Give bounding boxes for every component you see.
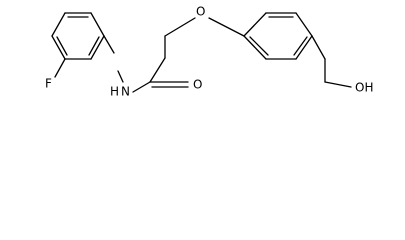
ring-bond xyxy=(295,12,313,37)
n-h-bond xyxy=(117,70,124,83)
structure-diagram: F H N O O xyxy=(45,5,373,99)
hydroxymethylphenyl-ring xyxy=(243,12,313,60)
fluorine-label: F xyxy=(45,77,52,91)
fluorophenyl-ring xyxy=(51,12,105,60)
ring-n-bond xyxy=(103,35,115,54)
ring-bond xyxy=(51,35,66,60)
ring-bond xyxy=(243,35,267,60)
ch2-oh-bond xyxy=(324,81,352,88)
carbonyl-oxygen-label: O xyxy=(193,78,202,92)
ring-double-bond xyxy=(249,36,269,56)
ring-ch2-bond xyxy=(311,35,326,60)
hydroxyl-label: OH xyxy=(355,81,373,95)
c-f-bond xyxy=(54,58,66,78)
ring-double-bond xyxy=(293,36,308,56)
ring-bond xyxy=(295,35,313,60)
ring-bond xyxy=(90,12,105,37)
ring-double-bond xyxy=(88,36,100,56)
o-ring-bond xyxy=(208,17,245,37)
ether-oxygen-label: O xyxy=(196,5,205,19)
ch2-o-bond xyxy=(164,17,196,37)
ring-bond xyxy=(90,35,105,60)
ring-double-bond xyxy=(56,36,68,56)
c-ch2-bond xyxy=(149,57,166,83)
ring-bond xyxy=(51,12,66,37)
n-c-bond xyxy=(132,81,151,93)
nitrogen-h-label: H xyxy=(110,85,119,99)
ring-bond xyxy=(243,12,267,37)
molecule-canvas: F H N O O xyxy=(0,0,405,107)
nitrogen-label: N xyxy=(121,85,130,99)
